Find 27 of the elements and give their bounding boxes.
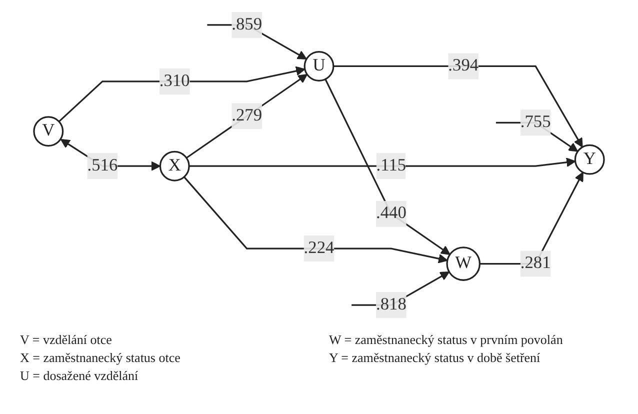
- node-circle: Y: [574, 144, 605, 175]
- node-circle: W: [446, 246, 481, 281]
- edge-label: .115: [376, 156, 406, 175]
- edge-label: .516: [87, 156, 118, 175]
- node-circle: X: [159, 150, 190, 182]
- edge-label: .394: [448, 56, 479, 75]
- arrow: [186, 74, 308, 159]
- edge-label: .859: [232, 15, 262, 34]
- legend-definition: V = vzdělání otce: [20, 332, 113, 348]
- edge-label: .281: [520, 254, 551, 272]
- arrow: [333, 65, 583, 148]
- edge-label: .440: [376, 204, 406, 223]
- arrow: [189, 158, 576, 168]
- legend-definition: W = zaměstnanecký status v prvním povolán: [329, 332, 564, 348]
- edge-label: .310: [159, 72, 190, 90]
- edge-label: .279: [232, 106, 262, 125]
- arrow: [58, 66, 306, 122]
- arrow: [324, 78, 450, 255]
- edge-label: .224: [304, 238, 334, 258]
- legend-definition: U = dosažené vzdělání: [20, 368, 140, 384]
- node-circle: V: [33, 116, 64, 147]
- edge-label: .818: [376, 295, 406, 314]
- node-circle: U: [304, 50, 334, 82]
- arrow: [184, 176, 448, 264]
- legend-definition: Y = zaměstnanecký status v době šetření: [329, 350, 542, 366]
- legend-definition: X = zaměstnanecký status otce: [20, 350, 182, 366]
- edge-label: .755: [520, 112, 551, 132]
